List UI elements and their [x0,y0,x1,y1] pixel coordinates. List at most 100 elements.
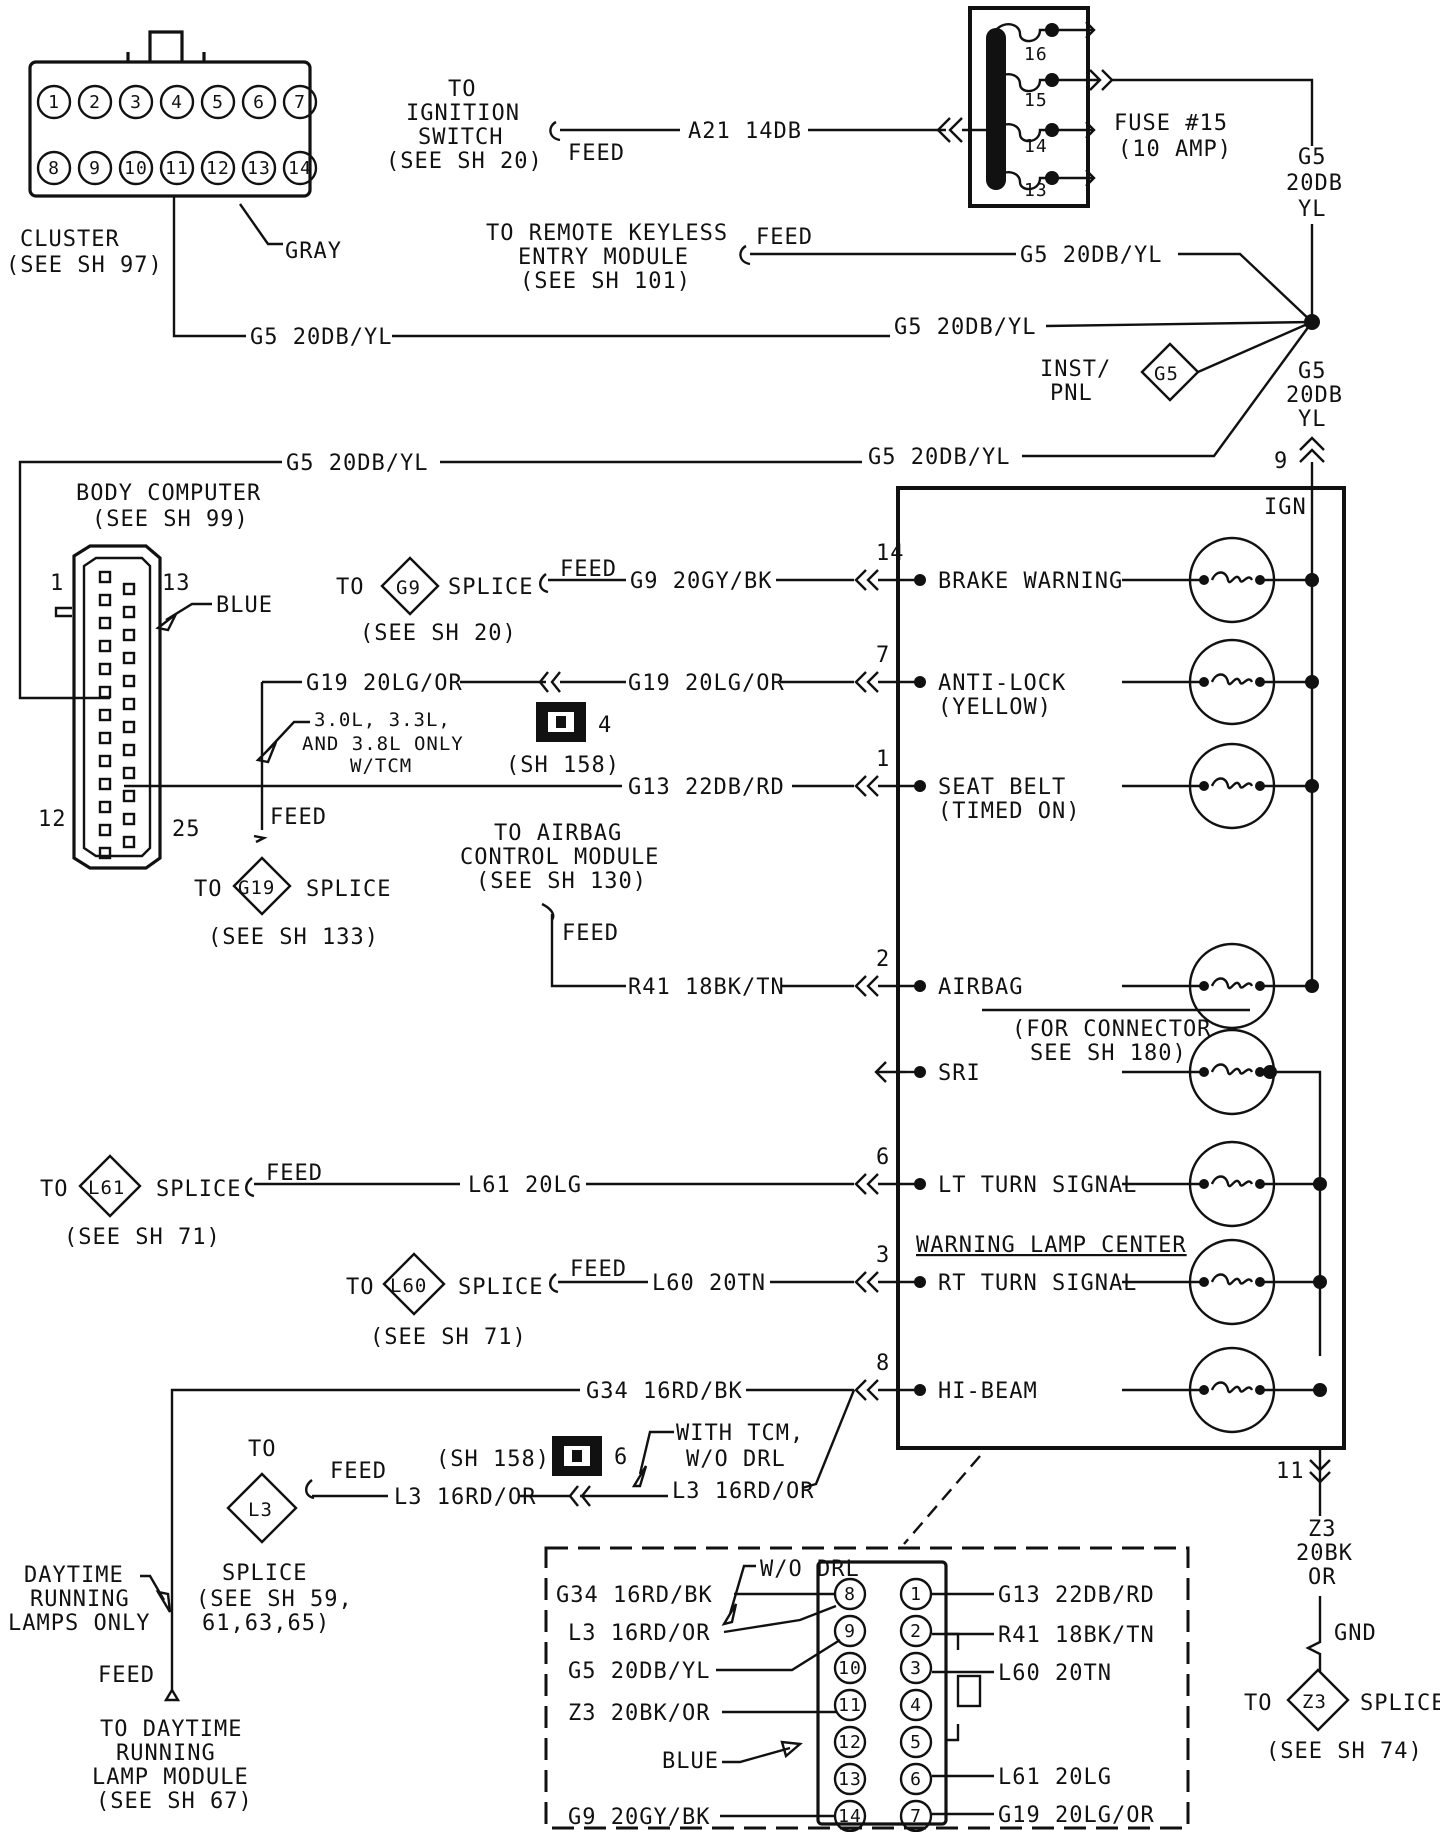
lamp-label: (TIMED ON) [938,799,1080,824]
bc-pin-left [98,685,112,699]
bc-pin-1: 1 [50,571,64,596]
lamp-label: SRI [938,1061,981,1086]
fuse-pin-13: 13 [1024,180,1048,201]
ignition-feed-label: FEED [568,141,625,166]
bc-pin-left [98,800,112,814]
conn-wire-l61: L61 20LG [998,1765,1112,1790]
rt-turn-circuit: TO L60 SPLICE (SEE SH 71) FEED L60 20TN [346,1252,854,1350]
cluster-pin-number: 5 [212,92,224,113]
fuse-rating: (10 AMP) [1118,137,1232,162]
g5-bus: G5 20DB YL TO REMOTE KEYLESS ENTRY MODUL… [18,78,1343,700]
bc-pin-right [122,605,136,619]
g5-top-gauge: 20DB [1286,171,1343,196]
l61-splice-label: SPLICE [156,1177,241,1202]
z3-wire-1: Z3 [1308,1517,1337,1542]
wire-r41-label: R41 18BK/TN [628,975,785,1000]
l3-see-sheet-1: (SEE SH 59, [196,1587,353,1612]
connector-pin-number: 10 [838,1658,862,1679]
g19-feed-label: FEED [270,805,327,830]
cluster-pin [77,150,113,186]
connector-pin-number: 6 [910,1769,922,1790]
conn-wire-g34: G34 16RD/BK [556,1583,713,1608]
brake-feed-label: FEED [560,557,617,582]
cluster-pin [159,84,195,120]
wlc-terminal [914,676,926,688]
bc-pin-right [122,766,136,780]
wlc-terminal [914,980,926,992]
cluster-pin [282,84,318,120]
g19-splice-id: G19 [238,877,275,899]
l3-splice-id: L3 [248,1499,273,1521]
l60-splice-label: SPLICE [458,1275,543,1300]
fuse-block: 16 15 14 13 FUSE #15 (10 AMP) [968,6,1232,208]
wo-drl-note: W/O DRL [686,1447,786,1472]
conn-color-label: BLUE [662,1749,719,1774]
bc-pin-left [98,823,112,837]
bc-pin-right [122,789,136,803]
lamp-label: (YELLOW) [938,695,1052,720]
bc-pin-12: 12 [38,807,67,832]
connector-4-id: 4 [598,713,612,738]
wire-g5-rke: G5 20DB/YL [1020,243,1162,268]
connector-pin [833,1762,867,1796]
rke-see-sheet: (SEE SH 101) [520,269,691,294]
g5-bottom-color: YL [1298,407,1327,432]
cluster-pin [200,150,236,186]
wire-l3-left: L3 16RD/OR [394,1485,536,1510]
connector-pin-number: 2 [910,1621,922,1642]
rke-label: TO REMOTE KEYLESS [486,221,728,246]
z3-to-label: TO [1244,1691,1273,1716]
l60-feed-label: FEED [570,1257,627,1282]
ign-label: IGN [1264,495,1307,520]
g5-bottom-gauge: 20DB [1286,383,1343,408]
wlc-pin-number: 8 [876,1351,890,1376]
with-tcm-note: WITH TCM, [676,1421,804,1446]
connector-pin-number: 3 [910,1658,922,1679]
bc-pin-right [122,697,136,711]
airbag-to-label: TO AIRBAG [494,821,622,846]
hibeam-circuit: G34 16RD/BK L3 16RD/OR L3 16RD/OR WITH T… [8,1379,856,1814]
lamp-label: ANTI-LOCK [938,671,1066,696]
antilock-circuit: G19 20LG/OR G19 20LG/OR 3.0L, 3.3L, AND … [194,671,854,950]
engines-note-1: 3.0L, 3.3L, [314,709,451,731]
gnd-label: GND [1334,1621,1377,1646]
l61-feed-label: FEED [266,1161,323,1186]
wlc-pin-number: 14 [876,541,905,566]
connector-pin-number: 14 [838,1806,862,1827]
airbag-circuit: TO AIRBAG CONTROL MODULE (SEE SH 130) FE… [460,821,854,1000]
wire-g5-body-2: G5 20DB/YL [868,445,1010,470]
cluster-pin-number: 12 [206,158,230,179]
conn-wire-l60: L60 20TN [998,1661,1112,1686]
g19-see-sheet: (SEE SH 133) [208,925,379,950]
l60-see-sheet: (SEE SH 71) [370,1325,527,1350]
z3-splice-label: SPLICE [1360,1691,1440,1716]
wire-g9-label: G9 20GY/BK [630,569,772,594]
wlc-terminal [914,574,926,586]
bc-pin-right [122,582,136,596]
cluster-pin [200,84,236,120]
bc-pin-25: 25 [172,817,201,842]
connector-pin [899,1799,933,1832]
connector-pin-number: 9 [844,1621,856,1642]
engines-note-2: AND 3.8L ONLY [302,733,464,755]
g19-splice-label: SPLICE [306,877,391,902]
wire-g5-body-1: G5 20DB/YL [286,451,428,476]
connector-pin-number: 12 [838,1732,862,1753]
seatbelt-circuit: G13 22DB/RD [124,775,854,800]
rke-feed-label: FEED [756,225,813,250]
connector-pin-number: 1 [910,1584,922,1605]
lamp-label: LT TURN SIGNAL [938,1173,1137,1198]
lamp-label: RT TURN SIGNAL [938,1271,1137,1296]
connector-pin [899,1614,933,1648]
l3-see-sheet-2: 61,63,65) [202,1611,330,1636]
cluster-see-sheet: (SEE SH 97) [6,253,163,278]
cluster-pin-number: 3 [130,92,142,113]
connector-pin-number: 13 [838,1769,862,1790]
g9-splice-id: G9 [396,577,421,599]
cluster-pin [282,150,318,186]
drl-only-1: DAYTIME [24,1563,124,1588]
l3-feed-label: FEED [330,1459,387,1484]
